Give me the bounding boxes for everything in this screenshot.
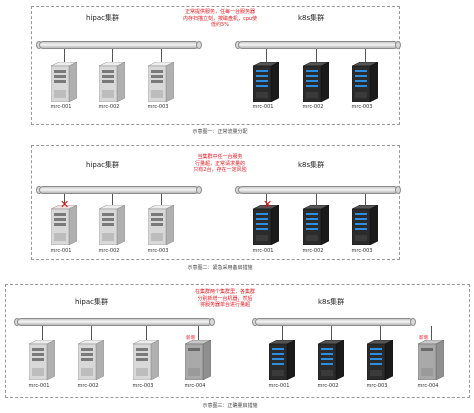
- pipe-cap: [209, 318, 215, 326]
- server-dark-icon: [303, 62, 329, 102]
- connector-line: [146, 326, 147, 340]
- connector-line: [112, 49, 113, 63]
- server-light-icon: [51, 62, 77, 102]
- failure-x-icon: ✕: [60, 198, 70, 211]
- diagram-3-note: 在集群两个集群里，各集群 分别新增一台机器，然后 将服务器单台进行量超: [194, 289, 255, 308]
- server-label: mrc-002: [302, 104, 324, 110]
- pipe-cap: [395, 41, 401, 49]
- diagram-2-left-bus: [39, 186, 199, 194]
- connector-line: [91, 326, 92, 340]
- server-dark-icon: [318, 340, 344, 380]
- server-label: mrc-001: [252, 104, 274, 110]
- server-dark-icon: [367, 340, 393, 380]
- server-light-icon: [133, 340, 159, 380]
- server-label: mrc-003: [132, 383, 154, 389]
- server-label: mrc-003: [147, 248, 169, 254]
- connector-line: [316, 49, 317, 63]
- server-light-icon: [148, 205, 174, 245]
- pipe-cap: [395, 186, 401, 194]
- diagram-1-panel: [31, 6, 400, 125]
- diagram-1-left-title: hipac集群: [86, 14, 119, 22]
- connector-line: [316, 194, 317, 206]
- diagram-2-caption: 示意图二：紧急采用备启措施: [187, 265, 253, 271]
- server-label: mrc-003: [366, 383, 388, 389]
- connector-line: [266, 49, 267, 63]
- server-label: mrc-001: [50, 248, 72, 254]
- diagram-1-caption: 示意图一：正常流量分配: [192, 129, 248, 135]
- server-dark-icon: [269, 340, 295, 380]
- server-new-icon: [185, 340, 211, 380]
- server-label: mrc-004: [184, 383, 206, 389]
- server-dark-icon: [352, 62, 378, 102]
- server-label: mrc-002: [77, 383, 99, 389]
- connector-line: [331, 326, 332, 340]
- server-dark-icon: [352, 205, 378, 245]
- failure-x-icon: ✕: [263, 198, 273, 211]
- diagram-2-right-bus: [238, 186, 398, 194]
- server-light-icon: [78, 340, 104, 380]
- diagram-2-note: 当集群中任一台服务 行量超，正常请求量的 只有2台，存在一定风险: [193, 154, 247, 173]
- diagram-1-right-title: k8s集群: [298, 14, 325, 22]
- connector-line: [161, 49, 162, 63]
- server-dark-icon: [253, 62, 279, 102]
- server-label: mrc-001: [50, 104, 72, 110]
- server-light-icon: [29, 340, 55, 380]
- diagram-2-right-title: k8s集群: [298, 161, 325, 169]
- server-label: mrc-002: [98, 104, 120, 110]
- diagram-2-left-title: hipac集群: [86, 161, 119, 169]
- diagram-3-panel: [5, 284, 470, 398]
- pipe-cap: [410, 318, 416, 326]
- connector-line: [282, 326, 283, 340]
- server-label: mrc-001: [268, 383, 290, 389]
- connector-line: [64, 49, 65, 63]
- connector-line: [198, 326, 199, 340]
- pipe-cap: [196, 186, 202, 194]
- server-label: mrc-003: [351, 104, 373, 110]
- server-new-icon: [418, 340, 444, 380]
- server-label: mrc-004: [417, 383, 439, 389]
- connector-line: [64, 194, 65, 206]
- new-tag: 新增: [419, 336, 428, 341]
- pipe-cap: [196, 41, 202, 49]
- server-light-icon: [148, 62, 174, 102]
- connector-line: [365, 49, 366, 63]
- diagram-3-left-bus: [17, 318, 212, 326]
- server-light-icon: [99, 205, 125, 245]
- diagram-1-note: 正常提供服务，任每一台服务器 内存扫描立刻，按磁盘机，cpu使 低约5%: [182, 9, 258, 28]
- server-label: mrc-003: [147, 104, 169, 110]
- server-label: mrc-001: [28, 383, 50, 389]
- diagram-3-right-title: k8s集群: [318, 298, 345, 306]
- connector-line: [365, 194, 366, 206]
- server-label: mrc-002: [317, 383, 339, 389]
- server-label: mrc-002: [302, 248, 324, 254]
- diagram-3-right-bus: [255, 318, 413, 326]
- diagram-3-caption: 示意图三：正确量启措施: [202, 403, 258, 409]
- server-light-icon: [51, 205, 77, 245]
- connector-line: [112, 194, 113, 206]
- server-light-icon: [99, 62, 125, 102]
- new-tag: 新增: [186, 336, 195, 341]
- connector-line: [380, 326, 381, 340]
- diagram-1-left-bus: [39, 41, 199, 49]
- connector-line: [161, 194, 162, 206]
- server-dark-icon: [253, 205, 279, 245]
- diagram-2-panel: [31, 145, 400, 260]
- diagram-1-right-bus: [238, 41, 398, 49]
- connector-line: [431, 326, 432, 340]
- server-dark-icon: [303, 205, 329, 245]
- diagram-3-left-title: hipac集群: [75, 298, 108, 306]
- server-label: mrc-001: [252, 248, 274, 254]
- connector-line: [42, 326, 43, 340]
- server-label: mrc-003: [351, 248, 373, 254]
- server-label: mrc-002: [98, 248, 120, 254]
- connector-line: [266, 194, 267, 206]
